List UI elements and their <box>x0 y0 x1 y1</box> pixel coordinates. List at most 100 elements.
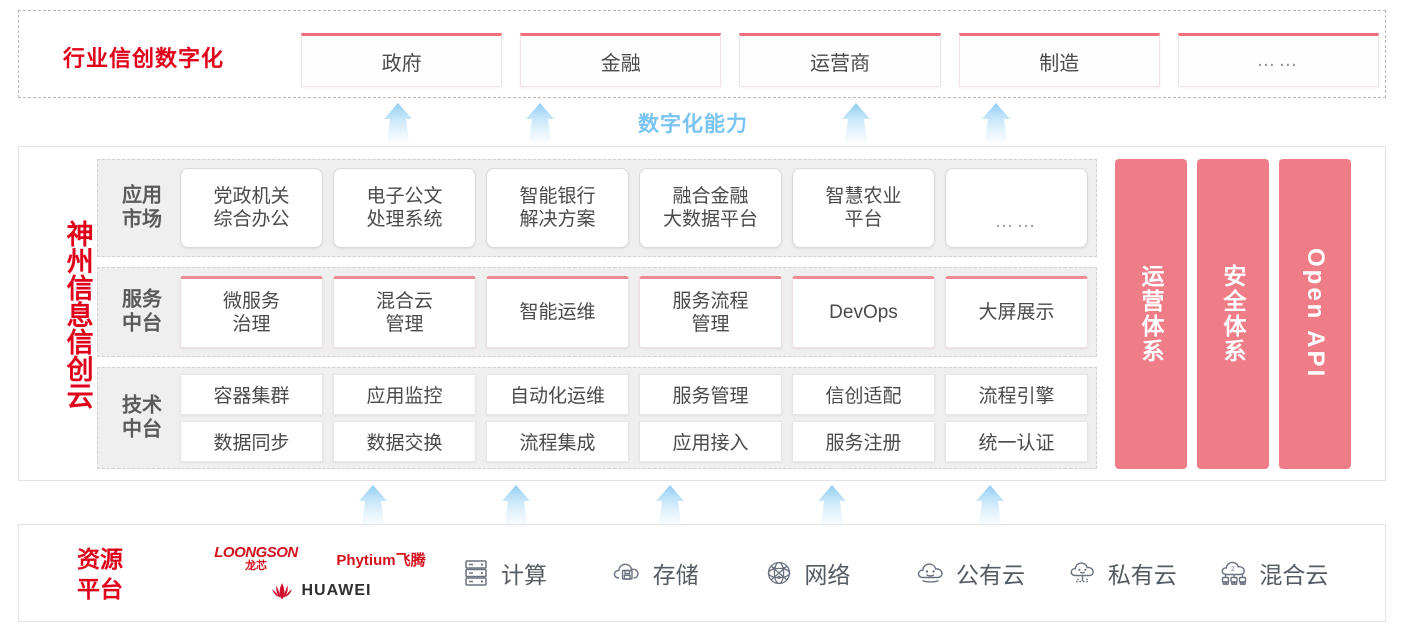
loongson-logo: LOONGSON 龙芯 <box>195 545 317 573</box>
app-card-smart-bank[interactable]: 智能银行解决方案 <box>486 168 629 248</box>
card-line2: 大数据平台 <box>662 209 758 230</box>
resource-item-public-cloud[interactable]: 公有云 <box>914 556 1066 590</box>
svg-text:Z: Z <box>1232 567 1236 573</box>
vendor-logo-row-1: LOONGSON 龙芯 Phytium飞腾 <box>195 543 445 575</box>
app-card-smart-agriculture[interactable]: 智慧农业平台 <box>792 168 935 248</box>
tech-card-unified-auth[interactable]: 统一认证 <box>945 421 1088 462</box>
card-line2: 处理系统 <box>366 209 443 230</box>
lower-arrow-strip <box>0 484 1402 524</box>
phytium-logo: Phytium飞腾 <box>336 551 426 569</box>
up-arrow-icon <box>384 103 412 142</box>
technology-row-1: 容器集群 应用监控 自动化运维 服务管理 信创适配 流程引擎 <box>180 374 1088 415</box>
card-line1: 服务流程 <box>672 290 749 312</box>
band-label-line1: 应用 <box>122 184 162 207</box>
technology-row-2: 数据同步 数据交换 流程集成 应用接入 服务注册 统一认证 <box>180 421 1088 462</box>
card-line2: 管理 <box>691 314 730 335</box>
industry-card-government[interactable]: 政府 <box>301 33 503 87</box>
card-line1: 大屏展示 <box>978 302 1055 324</box>
vendor-logo-group: LOONGSON 龙芯 Phytium飞腾 HUAWEI <box>195 537 445 611</box>
server-icon <box>465 560 487 586</box>
tech-card-process-integration[interactable]: 流程集成 <box>486 421 629 462</box>
band-application-market: 应用 市场 党政机关综合办公 电子公文处理系统 智能银行解决方案 融合金融大数据… <box>97 159 1097 257</box>
band-label-line1: 技术 <box>122 394 162 417</box>
card-line1: 智慧农业 <box>825 185 902 207</box>
tech-card-data-sync[interactable]: 数据同步 <box>180 421 323 462</box>
card-line1: 党政机关 <box>213 185 290 207</box>
cloud-panel-title: 神州信息信创云 <box>62 219 93 409</box>
band-technology-platform: 技术 中台 容器集群 应用监控 自动化运维 服务管理 信创适配 流程引擎 数据同… <box>97 367 1097 469</box>
app-card-finance-bigdata[interactable]: 融合金融大数据平台 <box>639 168 782 248</box>
pillar-security-system[interactable]: 安全体系 <box>1197 159 1269 469</box>
app-card-more[interactable]: …… <box>945 168 1088 248</box>
industry-band: 行业信创数字化 政府 金融 运营商 制造 …… <box>18 10 1386 98</box>
card-line1: 智能银行 <box>519 185 596 207</box>
pillar-operation-system[interactable]: 运营体系 <box>1115 159 1187 469</box>
card-line2: 平台 <box>844 209 883 230</box>
resource-panel: 资源 平台 LOONGSON 龙芯 Phytium飞腾 <box>18 524 1386 622</box>
svc-card-large-screen-display[interactable]: 大屏展示 <box>945 276 1088 348</box>
cloud-panel: 神州信息信创云 应用 市场 党政机关综合办公 电子公文处理系统 智能银行解决方案… <box>18 146 1386 481</box>
resource-title-line1: 资源 <box>77 546 123 572</box>
up-arrow-icon <box>818 485 846 524</box>
industry-card-list: 政府 金融 运营商 制造 …… <box>301 33 1380 87</box>
public-cloud-icon <box>917 563 943 583</box>
cloud-storage-icon <box>613 563 639 580</box>
up-arrow-icon <box>359 485 387 524</box>
resource-item-label: 混合云 <box>1259 562 1329 588</box>
svc-card-devops[interactable]: DevOps <box>792 276 935 348</box>
up-arrow-icon <box>982 103 1010 142</box>
tech-card-automated-ops[interactable]: 自动化运维 <box>486 374 629 415</box>
card-line1: 电子公文 <box>366 185 443 207</box>
resource-item-list: 计算 存储 <box>459 549 1369 597</box>
resource-item-label: 私有云 <box>1107 562 1177 588</box>
svc-card-service-process-mgmt[interactable]: 服务流程管理 <box>639 276 782 348</box>
up-arrow-icon <box>656 485 684 524</box>
industry-card-finance[interactable]: 金融 <box>520 33 722 87</box>
pillar-open-api[interactable]: Open API <box>1279 159 1351 469</box>
tech-card-app-access[interactable]: 应用接入 <box>639 421 782 462</box>
card-line2: 解决方案 <box>519 209 596 230</box>
private-cloud-icon <box>1070 562 1094 583</box>
svc-card-hybrid-cloud-mgmt[interactable]: 混合云管理 <box>333 276 476 348</box>
svc-card-microservice-governance[interactable]: 微服务治理 <box>180 276 323 348</box>
loongson-logo-cn: 龙芯 <box>245 559 267 572</box>
industry-card-more[interactable]: …… <box>1177 33 1380 87</box>
up-arrow-icon <box>502 485 530 524</box>
resource-item-network[interactable]: 网络 <box>762 556 914 590</box>
hybrid-cloud-icon: Z <box>1221 561 1247 586</box>
app-card-e-document[interactable]: 电子公文处理系统 <box>333 168 476 248</box>
card-line2: 综合办公 <box>213 209 290 230</box>
tech-card-container-cluster[interactable]: 容器集群 <box>180 374 323 415</box>
resource-item-private-cloud[interactable]: 私有云 <box>1066 556 1218 590</box>
industry-card-telecom[interactable]: 运营商 <box>739 33 941 87</box>
band-label-line2: 市场 <box>122 208 162 230</box>
capability-label: 数字化能力 <box>638 113 748 136</box>
loongson-logo-en: LOONGSON <box>214 543 298 561</box>
tech-card-process-engine[interactable]: 流程引擎 <box>945 374 1088 415</box>
resource-item-label: 计算 <box>501 562 547 588</box>
industry-card-manufacturing[interactable]: 制造 <box>958 33 1160 87</box>
tech-card-data-exchange[interactable]: 数据交换 <box>333 421 476 462</box>
band-label-application-market: 应用 市场 <box>112 184 172 231</box>
card-line1: 智能运维 <box>519 302 596 324</box>
resource-item-hybrid-cloud[interactable]: Z 混合云 <box>1217 556 1369 590</box>
svc-card-intelligent-ops[interactable]: 智能运维 <box>486 276 629 348</box>
resource-item-compute[interactable]: 计算 <box>459 556 611 590</box>
tech-card-xinchuang-adaptation[interactable]: 信创适配 <box>792 374 935 415</box>
resource-title-line2: 平台 <box>77 575 123 602</box>
resource-item-label: 存储 <box>652 562 699 588</box>
pillar-label: 安全体系 <box>1220 264 1246 364</box>
tech-card-service-mgmt[interactable]: 服务管理 <box>639 374 782 415</box>
card-line1: 微服务 <box>222 290 280 312</box>
band-label-technology-platform: 技术 中台 <box>112 394 172 441</box>
resource-item-label: 公有云 <box>956 562 1026 588</box>
pillar-label: 运营体系 <box>1138 264 1164 364</box>
app-card-govt-office[interactable]: 党政机关综合办公 <box>180 168 323 248</box>
card-line1: DevOps <box>829 302 898 324</box>
service-platform-items: 微服务治理 混合云管理 智能运维 服务流程管理 DevOps 大屏展示 <box>180 276 1088 348</box>
tech-card-app-monitoring[interactable]: 应用监控 <box>333 374 476 415</box>
resource-item-storage[interactable]: 存储 <box>611 556 763 590</box>
tech-card-service-registry[interactable]: 服务注册 <box>792 421 935 462</box>
industry-title: 行业信创数字化 <box>63 46 225 71</box>
